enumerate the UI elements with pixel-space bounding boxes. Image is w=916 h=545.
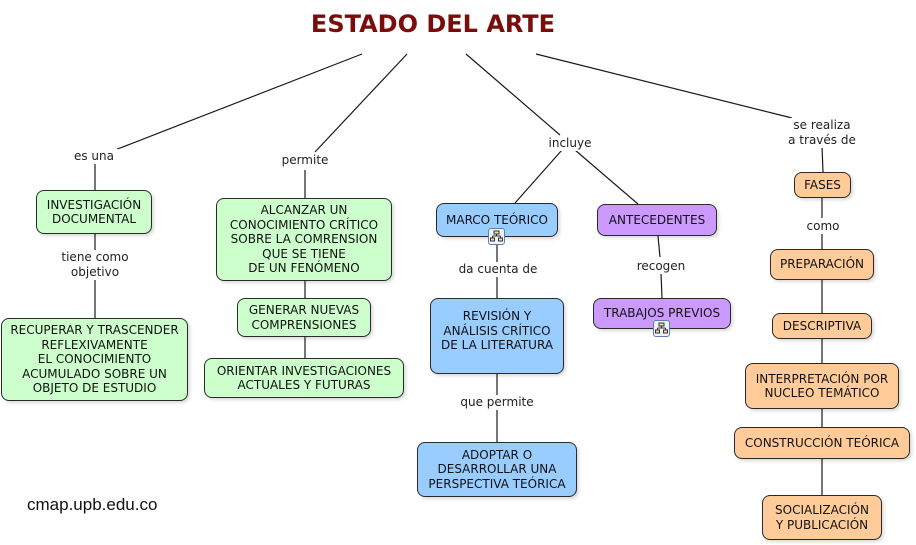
link-permite: permite (279, 153, 331, 168)
node-orientar-investigaciones[interactable]: ORIENTAR INVESTIGACIONES ACTUALES Y FUTU… (204, 358, 404, 398)
node-construccion-teorica[interactable]: CONSTRUCCIÓN TEÓRICA (734, 427, 910, 459)
node-alcanzar-conocimiento[interactable]: ALCANZAR UN CONOCIMIENTO CRÍTICO SOBRE L… (216, 198, 392, 281)
link-recogen: recogen (634, 259, 688, 274)
node-revision-analisis[interactable]: REVISIÓN Y ANÁLISIS CRÍTICO DE LA LITERA… (430, 298, 564, 374)
source-watermark: cmap.upb.edu.co (27, 495, 158, 514)
node-socializacion[interactable]: SOCIALIZACIÓN Y PUBLICACIÓN (762, 495, 882, 540)
node-interpretacion[interactable]: INTERPRETACIÓN POR NUCLEO TEMÁTICO (745, 363, 899, 409)
node-investigacion-documental[interactable]: INVESTIGACIÓN DOCUMENTAL (36, 190, 152, 234)
link-tiene-como-objetivo: tiene como objetivo (54, 250, 136, 280)
link-se-realiza: se realiza a través de (782, 118, 862, 148)
node-antecedentes[interactable]: ANTECEDENTES (597, 204, 717, 236)
concept-map-link-icon[interactable] (653, 320, 670, 337)
node-descriptiva[interactable]: DESCRIPTIVA (772, 313, 872, 339)
node-fases[interactable]: FASES (794, 172, 851, 198)
link-es-una: es una (70, 149, 118, 164)
node-preparacion[interactable]: PREPARACIÓN (770, 249, 874, 280)
link-como: como (804, 219, 842, 234)
link-da-cuenta-de: da cuenta de (455, 262, 541, 277)
node-generar-comprensiones[interactable]: GENERAR NUEVAS COMPRENSIONES (237, 298, 371, 337)
link-que-permite: que permite (457, 395, 537, 410)
link-incluye: incluye (546, 136, 594, 151)
node-recuperar-trascender[interactable]: RECUPERAR Y TRASCENDER REFLEXIVAMENTE EL… (1, 318, 188, 401)
map-title: ESTADO DEL ARTE (310, 10, 556, 38)
concept-map-link-icon[interactable] (488, 228, 505, 245)
node-adoptar-perspectiva[interactable]: ADOPTAR O DESARROLLAR UNA PERSPECTIVA TE… (417, 442, 577, 497)
